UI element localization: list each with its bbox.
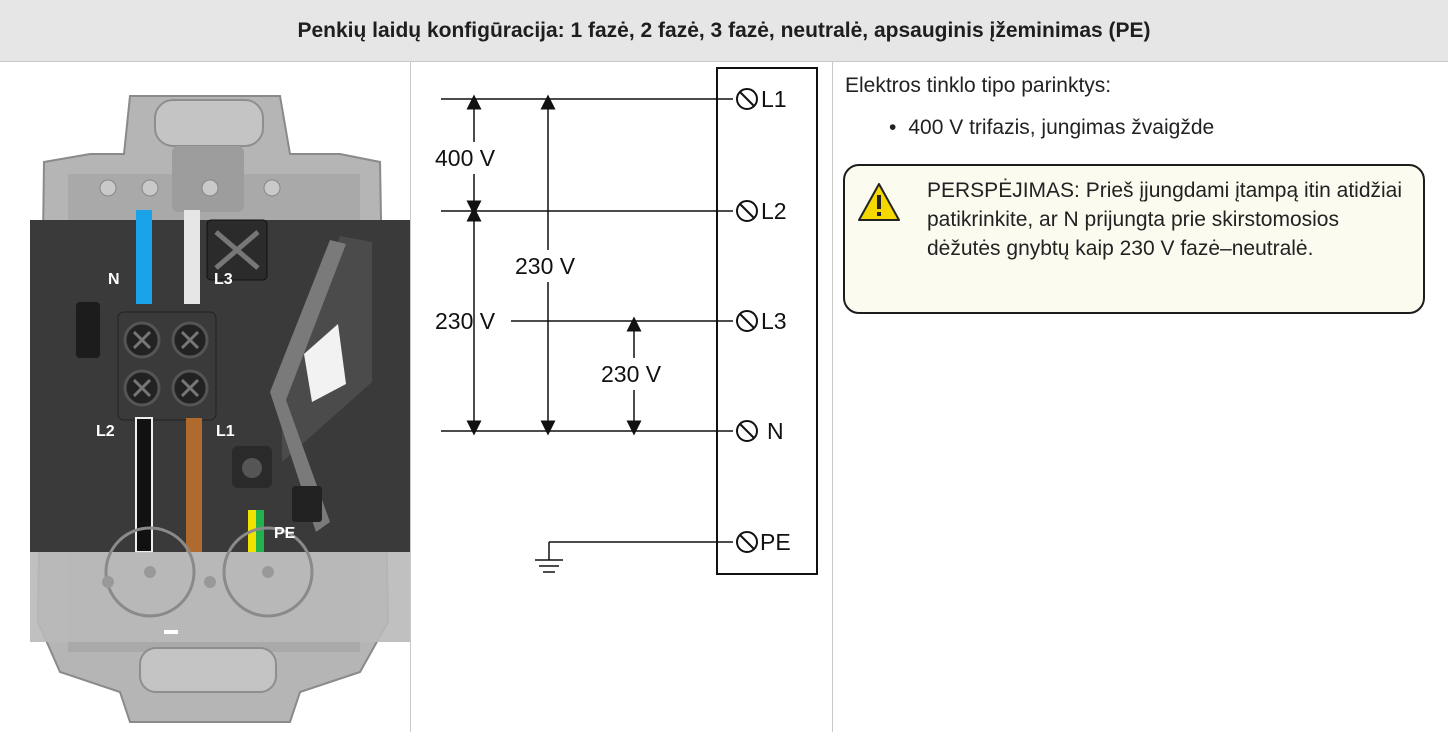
charger-wiring-photo: N L3 L2 L1 PE	[0, 62, 410, 732]
warning-text: PERSPĖJIMAS: Prieš įjungdami įtampą itin…	[927, 179, 1403, 260]
terminal-n: N	[736, 418, 784, 444]
grid-type-option-text: 400 V trifazis, jungimas žvaigžde	[908, 116, 1215, 139]
voltage-l1-n: 230 V	[515, 253, 576, 279]
warning-box: PERSPĖJIMAS: Prieš įjungdami įtampą itin…	[843, 164, 1425, 314]
wire-label-n: N	[108, 271, 120, 288]
header-title: Penkių laidų konfigūracija: 1 fazė, 2 fa…	[297, 18, 1151, 42]
grid-type-option: • 400 V trifazis, jungimas žvaigžde	[889, 116, 1214, 140]
terminal-l1: L1	[736, 86, 787, 112]
grid-type-heading: Elektros tinklo tipo parinktys:	[845, 74, 1112, 97]
wire-label-l2: L2	[96, 423, 115, 440]
terminal-label: N	[767, 418, 784, 444]
terminal-label: L2	[761, 198, 787, 224]
info-column: Elektros tinklo tipo parinktys: • 400 V t…	[833, 62, 1448, 732]
column-divider	[832, 62, 833, 732]
voltage-l1-l2: 400 V	[435, 145, 496, 171]
warning-triangle-icon	[858, 183, 900, 221]
voltage-diagram: 400 V 230 V 230 V 230 V L1 L2 L3	[431, 67, 818, 575]
terminal-label: PE	[760, 529, 791, 555]
voltage-l2-n: 230 V	[435, 308, 496, 334]
charger-illustration: N L3 L2 L1 PE	[30, 95, 410, 723]
column-divider	[410, 62, 411, 732]
terminal-l3: L3	[736, 308, 787, 334]
wire-label-l3: L3	[214, 271, 233, 288]
wire-label-pe: PE	[274, 525, 296, 542]
wiring-diagram: 400 V 230 V 230 V 230 V L1 L2 L3	[411, 62, 832, 732]
table-header: Penkių laidų konfigūracija: 1 fazė, 2 fa…	[0, 0, 1448, 62]
wire-label-l1: L1	[216, 423, 235, 440]
voltage-l3-n: 230 V	[601, 361, 662, 387]
bullet-icon: •	[889, 116, 897, 139]
terminal-label: L1	[761, 86, 787, 112]
terminal-label: L3	[761, 308, 787, 334]
terminal-l2: L2	[736, 198, 787, 224]
terminal-pe: PE	[736, 529, 791, 555]
